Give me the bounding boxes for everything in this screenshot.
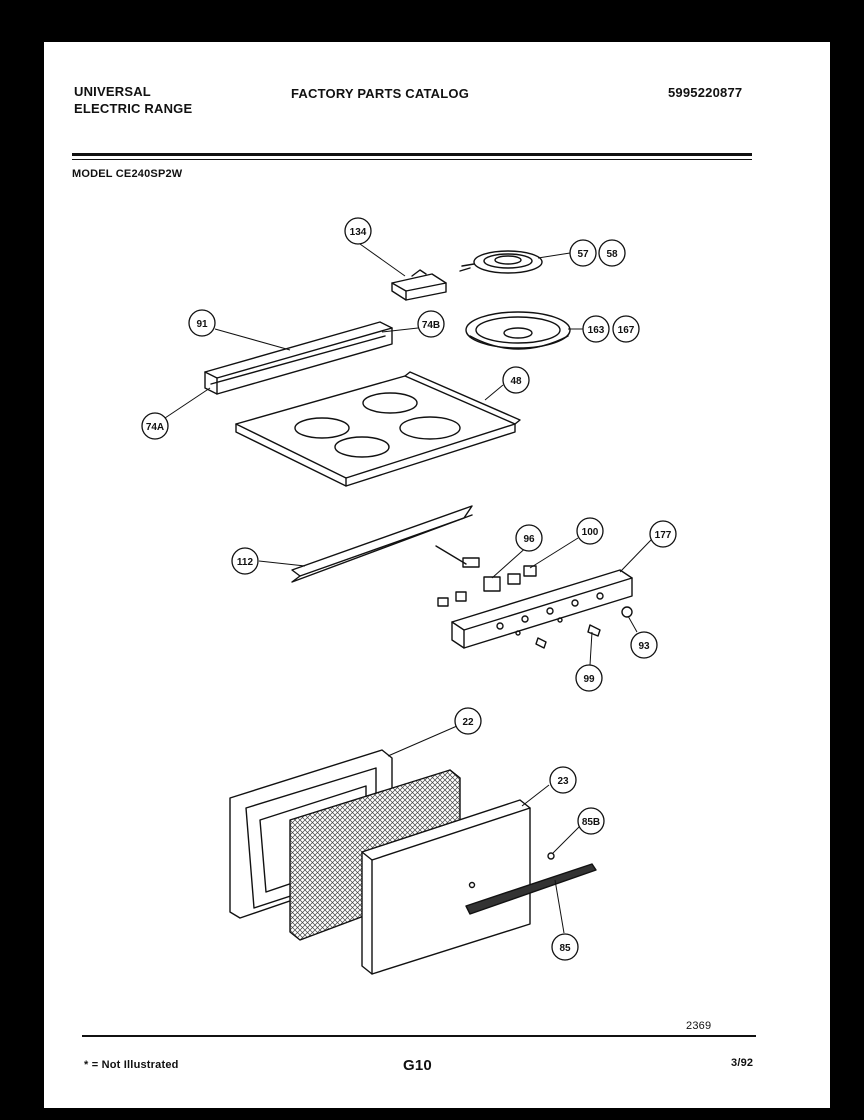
- control-panel-part: [451, 569, 633, 649]
- callout-91: [188, 309, 216, 337]
- callout-100: [576, 517, 604, 545]
- callout-74A: [141, 412, 169, 440]
- callout-74B: [417, 310, 445, 338]
- callout-112-label: 112: [237, 557, 254, 568]
- callout-48: [502, 366, 530, 394]
- callout-48-label: 48: [510, 376, 522, 387]
- knob-part-99: [587, 624, 601, 637]
- not-illustrated-note: * = Not Illustrated: [84, 1059, 179, 1071]
- callout-167: [612, 315, 640, 343]
- callout-134: [344, 217, 372, 245]
- callout-167-label: 167: [618, 325, 635, 336]
- callout-85B: [577, 807, 605, 835]
- drip-bowl-part: [465, 311, 571, 350]
- callout-23-label: 23: [557, 776, 569, 787]
- callout-74A-label: 74A: [146, 422, 164, 433]
- surface-element-part: [459, 250, 543, 274]
- callout-134-label: 134: [350, 227, 367, 238]
- catalog-number: 5995220877: [668, 85, 743, 100]
- footer-rule: [82, 1035, 756, 1037]
- brace-part: [291, 505, 473, 583]
- callout-112: [231, 547, 259, 575]
- callout-177-label: 177: [655, 530, 672, 541]
- header-rule-thin: [72, 159, 752, 160]
- callout-74B-label: 74B: [422, 320, 440, 331]
- callout-85B-label: 85B: [582, 817, 600, 828]
- terminal-block-part: [391, 269, 447, 301]
- callout-93-label: 93: [638, 641, 650, 652]
- callout-57-label: 57: [577, 249, 589, 260]
- door-handle-part: [465, 863, 597, 915]
- revision-date: 3/92: [731, 1057, 754, 1069]
- callout-22-label: 22: [462, 717, 474, 728]
- callout-22: [454, 707, 482, 735]
- knob-part-93: [621, 606, 633, 618]
- callout-100-label: 100: [582, 527, 599, 538]
- callout-23: [549, 766, 577, 794]
- callout-85-label: 85: [559, 943, 571, 954]
- callout-93: [630, 631, 658, 659]
- callout-163-label: 163: [588, 325, 605, 336]
- rear-trim-part: [204, 321, 393, 395]
- callout-58-label: 58: [606, 249, 618, 260]
- brand-line-1: UNIVERSAL: [74, 84, 151, 99]
- callout-96-label: 96: [523, 534, 535, 545]
- brand-line-2: ELECTRIC RANGE: [74, 101, 193, 116]
- callout-177: [649, 520, 677, 548]
- callout-99: [575, 664, 603, 692]
- screw-part-85B: [547, 852, 555, 860]
- switch-parts: [435, 545, 537, 607]
- drawing-number: 2369: [686, 1020, 712, 1032]
- model-label: MODEL CE240SP2W: [72, 168, 183, 180]
- callout-96: [515, 524, 543, 552]
- callout-58: [598, 239, 626, 267]
- header-rule-thick: [72, 153, 752, 156]
- catalog-title: FACTORY PARTS CATALOG: [291, 86, 470, 101]
- callout-85: [551, 933, 579, 961]
- page-code: G10: [403, 1057, 432, 1074]
- callout-91-label: 91: [196, 319, 208, 330]
- callout-163: [582, 315, 610, 343]
- callout-99-label: 99: [583, 674, 595, 685]
- callout-57: [569, 239, 597, 267]
- cooktop-part: [235, 371, 521, 487]
- outer-door-part: [361, 799, 531, 975]
